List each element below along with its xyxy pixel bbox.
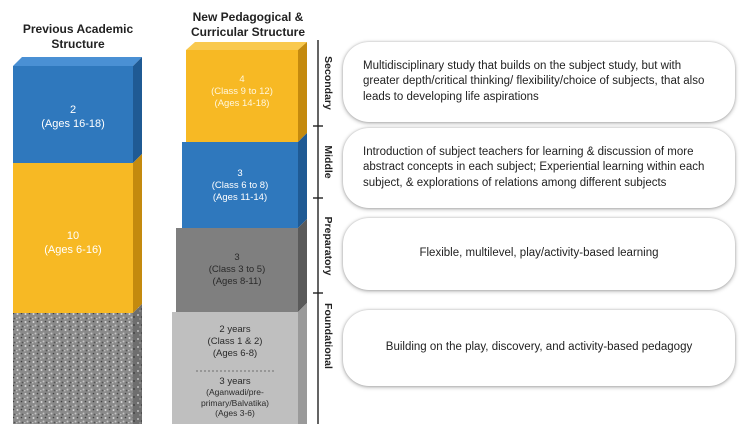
secondary-number: 4 — [239, 74, 245, 85]
foundational-b-line2: primary/Balvatika) — [200, 397, 270, 408]
middle-number: 3 — [237, 168, 243, 179]
preparatory-block — [176, 219, 307, 312]
description-preparatory: Flexible, multilevel, play/activity-base… — [419, 247, 659, 260]
description-middle: Introduction of subject teachers for lea… — [363, 145, 705, 189]
stage-bracket — [313, 40, 323, 424]
middle-block-label: 3 (Class 6 to 8) (Ages 11-14) — [182, 168, 298, 204]
foundational-a-ages: (Ages 6-8) — [212, 347, 258, 359]
previous-block-2 — [13, 57, 142, 163]
middle-block — [182, 133, 307, 228]
foundational-b-years: 3 years — [219, 376, 251, 387]
description-card-secondary: Multidisciplinary study that builds on t… — [343, 42, 735, 122]
middle-ages: (Ages 11-14) — [212, 191, 268, 203]
foundational-lower-label: 3 years (Aganwadi/pre- primary/Balvatika… — [172, 376, 298, 418]
secondary-ages: (Ages 14-18) — [214, 97, 270, 109]
middle-classes: (Class 6 to 8) — [211, 179, 269, 191]
previous-block-10-ages: (Ages 6-16) — [44, 243, 102, 256]
description-card-foundational: Building on the play, discovery, and act… — [343, 310, 735, 386]
stage-label-middle: Middle — [322, 145, 334, 179]
preparatory-block-label: 3 (Class 3 to 5) (Ages 8-11) — [176, 252, 298, 288]
previous-structure-title: Previous Academic Structure — [22, 22, 134, 51]
secondary-block-label: 4 (Class 9 to 12) (Ages 14-18) — [186, 74, 298, 110]
foundational-upper-label: 2 years (Class 1 & 2) (Ages 6-8) — [172, 324, 298, 360]
description-card-preparatory: Flexible, multilevel, play/activity-base… — [343, 218, 735, 290]
foundational-b-ages: (Ages 3-6) — [215, 407, 255, 418]
description-card-middle: Introduction of subject teachers for lea… — [343, 128, 735, 208]
preparatory-classes: (Class 3 to 5) — [208, 263, 266, 275]
foundational-block — [172, 303, 307, 424]
previous-foundation-block — [13, 304, 142, 424]
previous-block-10 — [13, 154, 142, 313]
previous-block-2-label: 2 (Ages 16-18) — [13, 104, 133, 132]
new-structure-title: New Pedagogical & Curricular Structure — [190, 10, 306, 39]
foundational-b-line1: (Aganwadi/pre- — [206, 387, 264, 398]
secondary-classes: (Class 9 to 12) — [211, 85, 273, 97]
stage-label-preparatory: Preparatory — [322, 216, 334, 276]
previous-block-2-ages: (Ages 16-18) — [41, 117, 105, 130]
preparatory-number: 3 — [234, 252, 240, 263]
preparatory-ages: (Ages 8-11) — [212, 275, 262, 287]
description-secondary: Multidisciplinary study that builds on t… — [363, 59, 705, 103]
foundational-a-classes: (Class 1 & 2) — [207, 335, 263, 347]
previous-block-2-number: 2 — [69, 104, 77, 116]
foundational-a-years: 2 years — [219, 324, 251, 335]
description-foundational: Building on the play, discovery, and act… — [385, 341, 693, 354]
previous-block-10-label: 10 (Ages 6-16) — [13, 230, 133, 258]
stage-label-secondary: Secondary — [322, 56, 334, 110]
stage-label-foundational: Foundational — [322, 303, 334, 369]
secondary-block — [186, 42, 307, 142]
previous-block-10-number: 10 — [66, 230, 80, 242]
